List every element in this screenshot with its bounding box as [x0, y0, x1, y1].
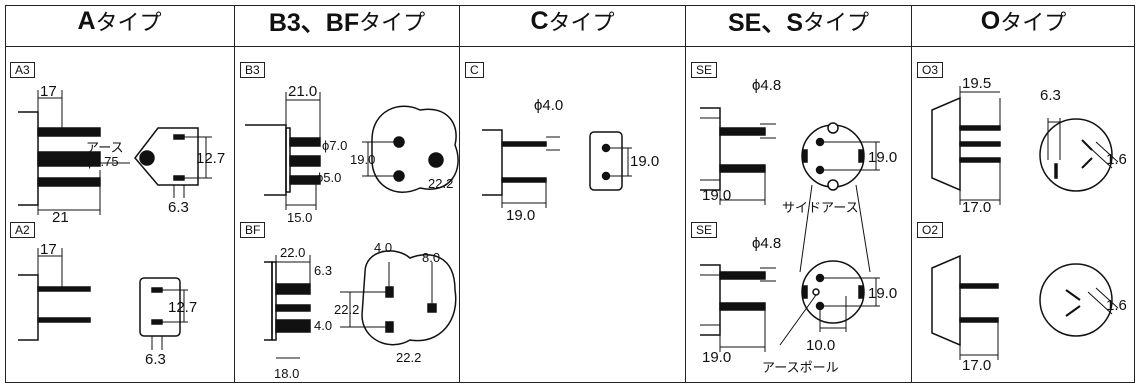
dim-b3-length: 15.0	[287, 210, 312, 225]
dim-b3-depth: 21.0	[288, 83, 317, 100]
dim-o3-angle: 1.6	[1106, 151, 1127, 168]
header-suffix: タイプ	[1000, 10, 1067, 35]
dim-se-earth-pole: アースポール	[762, 360, 839, 375]
dim-bf-top-a: 4.0	[374, 240, 392, 255]
se-side-view	[700, 264, 776, 352]
column-divider	[234, 5, 235, 383]
model-tag-bf: BF	[240, 222, 266, 238]
model-tag-c: C	[465, 62, 484, 78]
se-side-view	[700, 107, 776, 205]
dim-a3-width: 6.3	[168, 199, 189, 216]
dim-se-side-earth: サイドアース	[782, 200, 859, 215]
dim-bf-w1: 6.3	[314, 263, 332, 278]
b3-front-view	[362, 105, 459, 193]
header-code: C	[530, 6, 549, 35]
header-suffix: タイプ	[803, 10, 870, 35]
o2-side-view	[931, 254, 999, 360]
dim-a3-earth: アース	[86, 140, 124, 155]
model-tag-a3: A3	[10, 62, 35, 78]
dim-se-pin-dia: ϕ4.8	[752, 235, 781, 252]
dim-bf-top-b: 8.0	[422, 250, 440, 265]
header-code: SE、S	[727, 9, 803, 37]
dim-c-length: 19.0	[506, 207, 535, 224]
dim-b3-pin-dia2: ϕ5.0	[316, 170, 341, 185]
header-code: B3、BF	[268, 9, 360, 37]
a3-front-view	[134, 127, 212, 198]
model-tag-se: SE	[691, 222, 718, 238]
dim-bf-center: 22.2	[396, 350, 421, 365]
c-front-view	[589, 131, 632, 191]
o3-side-view	[931, 86, 1001, 205]
dim-a2-depth: 17	[40, 241, 57, 258]
dim-se-earth-width: 10.0	[806, 337, 835, 354]
se-front-view	[801, 122, 880, 191]
dim-o3-length: 17.0	[962, 199, 991, 216]
dim-b3-pin-dia: ϕ7.0	[322, 138, 347, 153]
dim-se-length: 19.0	[702, 349, 731, 366]
header-suffix: タイプ	[359, 10, 426, 35]
dim-bf-w2: 4.0	[314, 318, 332, 333]
header-suffix: タイプ	[95, 10, 162, 35]
header-row	[5, 5, 1135, 47]
dim-c-span: 19.0	[630, 153, 659, 170]
dim-a3-length: 21	[52, 209, 69, 226]
a2-front-view	[139, 277, 188, 350]
bf-front-view	[340, 250, 457, 346]
dim-a3-earth-dia: ϕ4.75	[86, 154, 119, 169]
a3-side-view	[18, 90, 130, 215]
model-tag-o3: O3	[917, 62, 944, 78]
table-frame	[5, 5, 1135, 383]
model-tag-se: SE	[691, 62, 718, 78]
dim-a2-width: 6.3	[145, 351, 166, 368]
dim-b3-span: 19.0	[350, 152, 375, 167]
model-tag-o2: O2	[917, 222, 944, 238]
column-divider	[911, 5, 912, 383]
dim-a3-depth: 17	[40, 83, 57, 100]
dim-o2-angle: 1.6	[1106, 297, 1127, 314]
c-side-view	[482, 129, 560, 208]
dim-b3-center: 22.2	[428, 176, 453, 191]
model-tag-a2: A2	[10, 222, 35, 238]
dim-se-span: 19.0	[868, 149, 897, 166]
column-divider	[459, 5, 460, 383]
dim-o3-depth: 19.5	[962, 75, 991, 92]
dim-bf-depth: 22.0	[280, 245, 305, 260]
dim-a2-span: 12.7	[168, 299, 197, 316]
dim-se-length: 19.0	[702, 187, 731, 204]
o3-front-view	[1039, 118, 1119, 192]
dim-o2-length: 17.0	[962, 357, 991, 374]
dim-se-span: 19.0	[868, 285, 897, 302]
dim-se-pin-dia: ϕ4.8	[752, 77, 781, 94]
dim-bf-span: 22.2	[334, 302, 359, 317]
dim-o3-width: 6.3	[1040, 87, 1061, 104]
o2-front-view	[1039, 263, 1119, 337]
header-suffix: タイプ	[548, 10, 615, 35]
column-divider	[685, 5, 686, 383]
dim-a3-span: 12.7	[196, 150, 225, 167]
dim-bf-length: 18.0	[274, 366, 299, 381]
a2-side-view	[18, 248, 91, 341]
se-front-view	[779, 260, 880, 346]
header-code: A	[77, 6, 96, 35]
bf-side-view	[264, 255, 311, 359]
header-code: O	[980, 6, 1001, 35]
dim-c-pin-dia: ϕ4.0	[534, 97, 563, 114]
b3-side-view	[245, 92, 321, 210]
model-tag-b3: B3	[240, 62, 265, 78]
